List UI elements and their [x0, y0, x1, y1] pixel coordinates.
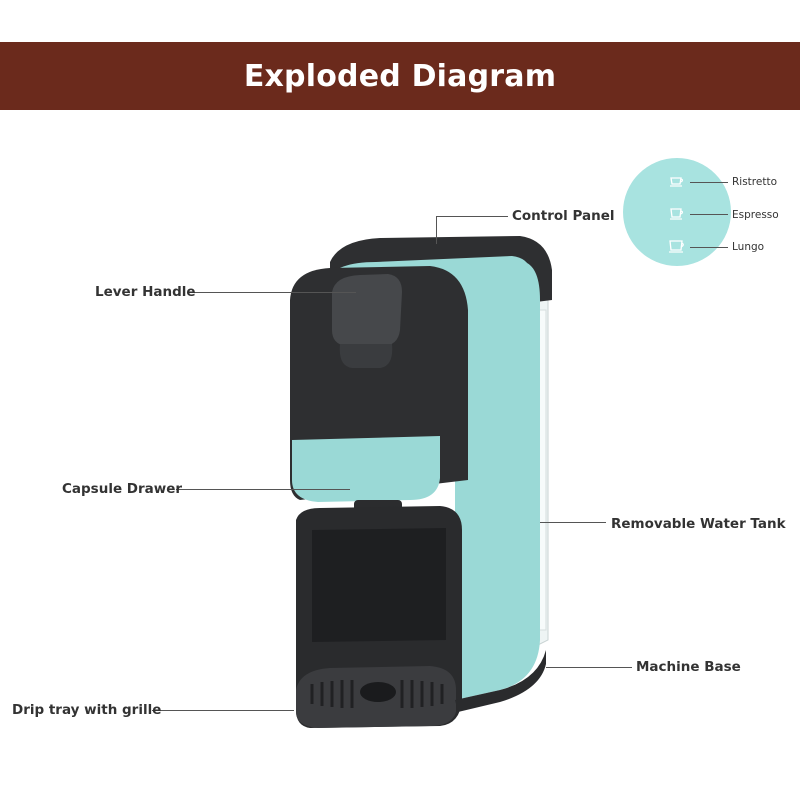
- lever-handle-label: Lever Handle: [95, 284, 196, 300]
- capsule-drawer-label: Capsule Drawer: [62, 481, 183, 497]
- page-title: Exploded Diagram: [243, 58, 557, 94]
- drip-tray-grille: [310, 680, 444, 708]
- espresso-label: Espresso: [732, 209, 779, 221]
- header-banner: Exploded Diagram: [0, 42, 800, 110]
- machine-base-label: Machine Base: [636, 659, 741, 675]
- ristretto-label: Ristretto: [732, 176, 778, 188]
- control-panel-leader: [436, 216, 508, 217]
- ristretto-leader: [690, 182, 728, 183]
- lever-handle-leader: [191, 292, 356, 293]
- cup-area-recess: [312, 528, 446, 642]
- machine-base-leader: [546, 667, 632, 668]
- drip-tray-label: Drip tray with grille: [12, 702, 162, 718]
- lungo-leader: [690, 247, 728, 248]
- lungo-cup-icon: [669, 240, 684, 253]
- espresso-leader: [690, 214, 728, 215]
- control-panel-leader-v: [436, 216, 437, 244]
- lever-handle-shape: [332, 274, 402, 346]
- water-tank-label: Removable Water Tank: [611, 516, 786, 532]
- machine-base-shape: [455, 650, 546, 712]
- espresso-cup-icon: [670, 208, 684, 220]
- control-panel-inset: [623, 158, 731, 266]
- drip-tray-leader: [152, 710, 294, 711]
- ristretto-cup-icon: [670, 177, 684, 187]
- control-panel-label: Control Panel: [512, 208, 615, 224]
- capsule-drawer-leader: [176, 489, 350, 490]
- capsule-drawer-shape: [292, 436, 440, 502]
- water-tank-leader: [540, 522, 606, 523]
- lungo-label: Lungo: [732, 241, 765, 253]
- lever-lower: [339, 344, 393, 368]
- drip-tray-hole: [360, 682, 396, 702]
